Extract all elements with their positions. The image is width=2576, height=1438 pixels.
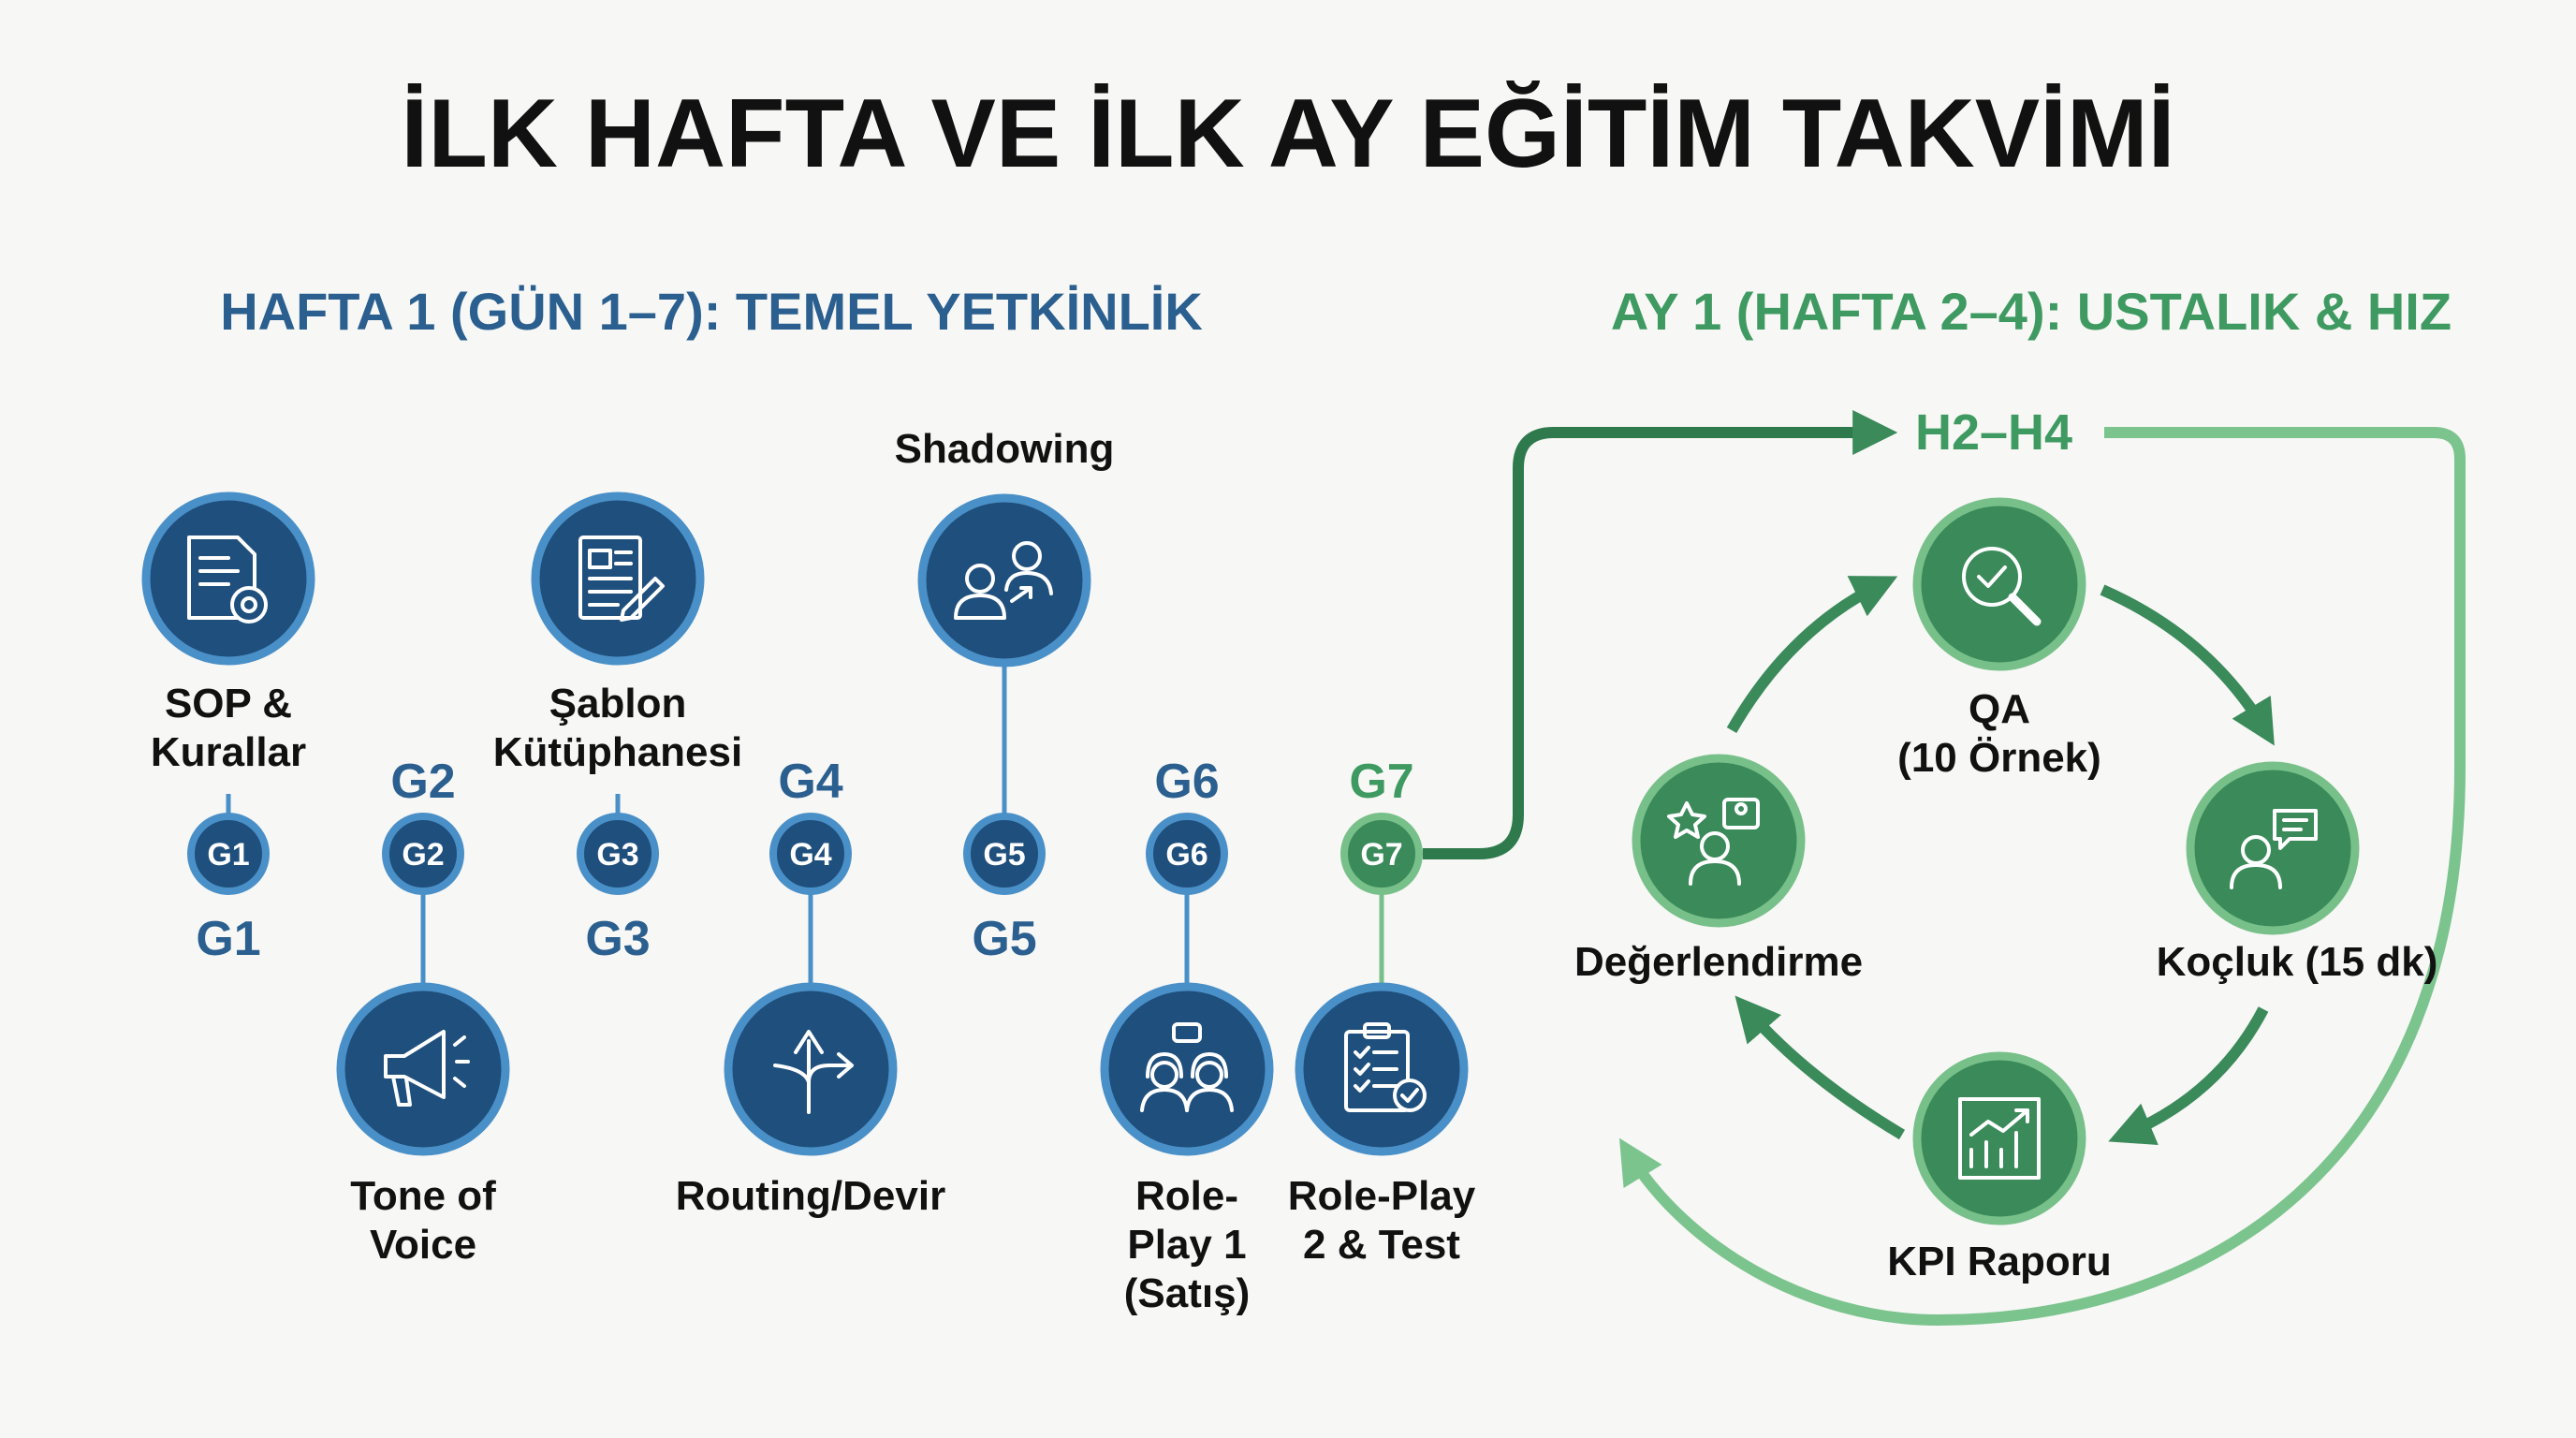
day-badge <box>1340 813 1423 895</box>
topic-circle <box>141 492 315 666</box>
cycle-node-label: Değerlendirme <box>1574 939 1863 985</box>
cycle-node-circle <box>1632 754 1806 928</box>
topic-circle <box>1100 982 1274 1156</box>
topic-label: Shadowing <box>895 426 1115 472</box>
day-badge-text: G7 <box>1360 837 1402 873</box>
cycle-node-circle <box>2186 761 2360 935</box>
entry-arrow <box>1423 410 1898 859</box>
topic-label: SOP & <box>165 681 292 726</box>
day-label-above: G6 <box>1154 755 1219 809</box>
month1-heading: AY 1 (HAFTA 2–4): USTALIK & HIZ <box>1611 282 2452 341</box>
day-label-above: G2 <box>390 755 455 809</box>
magnifier-check-icon <box>1962 547 2042 626</box>
cycle-arrow-evaluation-to-qa <box>1726 576 1898 733</box>
day-label-below: G5 <box>972 912 1036 966</box>
day-badge <box>963 813 1046 895</box>
topic-label: Routing/Devir <box>676 1173 945 1219</box>
cycle-arrow-kpi-to-evaluation <box>1734 995 1906 1140</box>
cycle-node-circle <box>1912 1051 2086 1225</box>
day-label-below: G1 <box>196 912 260 966</box>
topic-label: Kurallar <box>151 729 306 775</box>
outer-loop-arrow <box>1618 427 2466 1327</box>
topic-label: Kütüphanesi <box>493 729 742 775</box>
topic-label: Voice <box>370 1222 476 1268</box>
megaphone-icon <box>384 1030 470 1107</box>
cycle-node-label: KPI Raporu <box>1887 1239 2112 1284</box>
coaching-chat-icon <box>2230 809 2318 889</box>
evaluation-star-icon <box>1667 798 1760 886</box>
cycle-node-label: QA <box>1969 686 2030 732</box>
loop-label: H2–H4 <box>1915 404 2072 461</box>
day-badge <box>577 813 659 895</box>
topic-label: 2 & Test <box>1303 1222 1460 1268</box>
topic-label: Role- <box>1135 1173 1238 1219</box>
cycle-node-label: Koçluk (15 dk) <box>2157 939 2438 985</box>
cycle-node-circle <box>1912 497 2086 671</box>
day-badge <box>1146 813 1228 895</box>
page-title: İLK HAFTA VE İLK AY EĞİTİM TAKVİMİ <box>401 80 2174 188</box>
topic-circle <box>336 982 510 1156</box>
topic-label: (Satış) <box>1124 1270 1250 1316</box>
headset-agents-icon <box>1140 1022 1234 1112</box>
day-label-below: G3 <box>585 912 650 966</box>
cycle-arrow-qa-to-coaching <box>2100 584 2275 746</box>
day-badge-text: G2 <box>402 837 444 873</box>
cycle-arrow-coaching-to-kpi <box>2108 1006 2269 1145</box>
topic-label: Role-Play <box>1288 1173 1476 1219</box>
week1-heading: HAFTA 1 (GÜN 1–7): TEMEL YETKİNLİK <box>220 282 1203 341</box>
shadowing-people-icon <box>954 541 1053 620</box>
topic-circle <box>917 493 1091 668</box>
day-badge-text: G1 <box>207 837 249 873</box>
day-badge <box>382 813 464 895</box>
day-badge-text: G6 <box>1165 837 1208 873</box>
day-badge <box>769 813 852 895</box>
day-label-above: G4 <box>778 755 842 809</box>
cycle-arrows <box>1726 576 2275 1145</box>
document-gear-icon <box>187 536 268 624</box>
topic-label: Tone of <box>350 1173 496 1219</box>
kpi-chart-icon <box>1958 1097 2041 1180</box>
day-badge <box>187 813 270 895</box>
cycle-node-label: (10 Örnek) <box>1897 735 2101 781</box>
checklist-clipboard-icon <box>1344 1022 1427 1112</box>
day-label-above: G7 <box>1349 755 1413 809</box>
topic-label: Şablon <box>549 681 687 726</box>
day-badge-text: G5 <box>983 837 1025 873</box>
day-badge-text: G3 <box>596 837 638 873</box>
template-edit-icon <box>578 536 665 622</box>
day-badge-text: G4 <box>789 837 831 873</box>
routing-arrows-icon <box>773 1030 854 1114</box>
topic-label: Play 1 <box>1127 1222 1246 1268</box>
